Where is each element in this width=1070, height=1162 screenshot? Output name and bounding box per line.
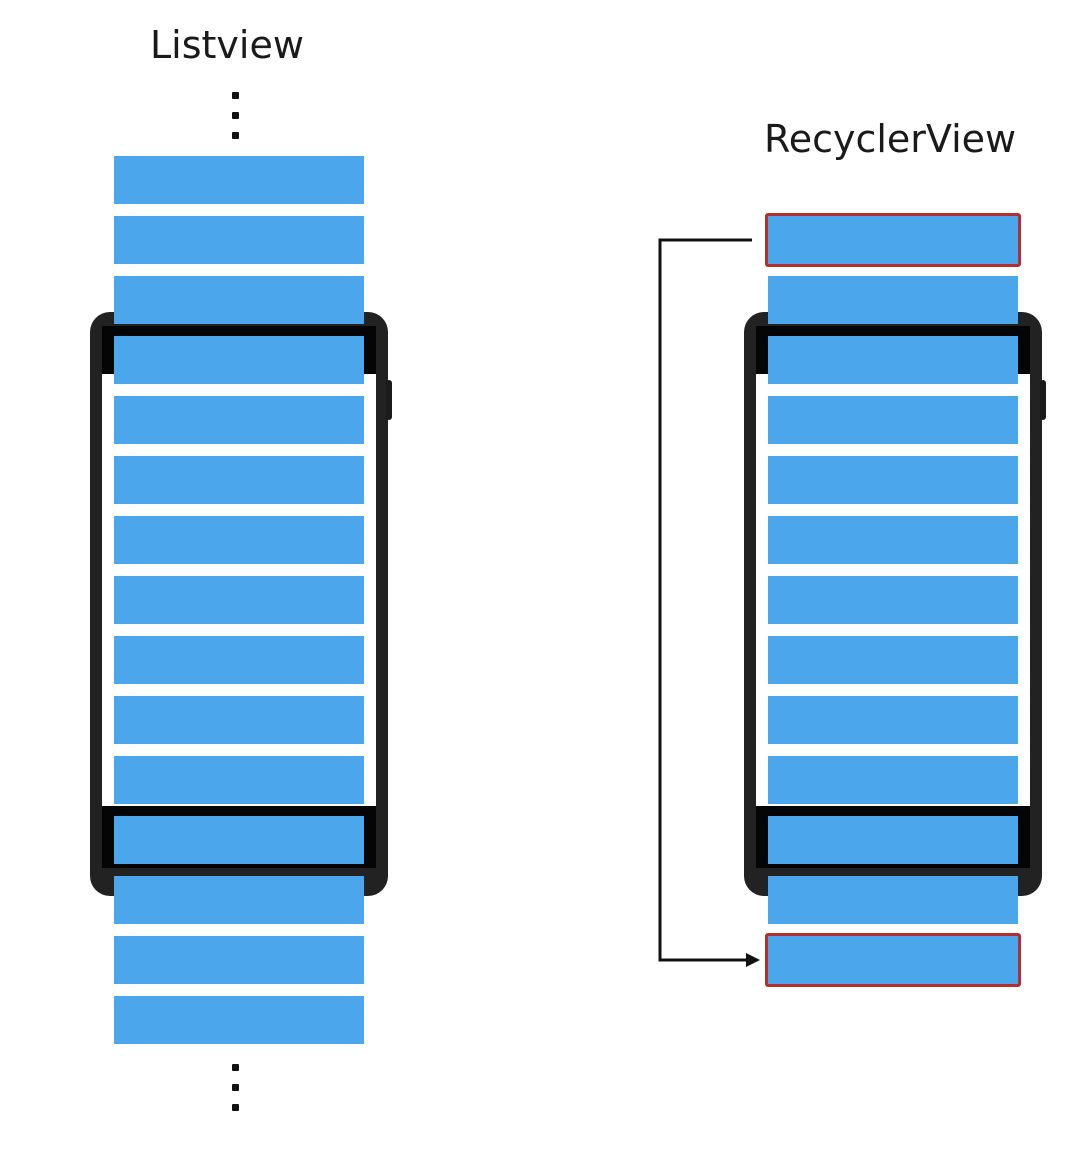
recyclerview-row [768, 816, 1018, 864]
recycled-row [765, 933, 1021, 987]
recyclerview-row [768, 276, 1018, 324]
recyclerview-row [768, 516, 1018, 564]
listview-row [114, 336, 364, 384]
listview-row [114, 456, 364, 504]
recyclerview-row [768, 456, 1018, 504]
listview-side-button [386, 380, 392, 420]
listview-row [114, 396, 364, 444]
recyclerview-row [768, 636, 1018, 684]
listview-row [114, 516, 364, 564]
recyclerview-row [768, 576, 1018, 624]
recyclerview-row [768, 396, 1018, 444]
recyclerview-row [768, 756, 1018, 804]
recyclerview-row [768, 876, 1018, 924]
listview-row [114, 996, 364, 1044]
listview-row [114, 756, 364, 804]
listview-row [114, 696, 364, 744]
recyclerview-side-button [1040, 380, 1046, 420]
recycled-row [765, 213, 1021, 267]
recyclerview-title: RecyclerView [764, 117, 1017, 161]
listview-row [114, 276, 364, 324]
listview-title: Listview [150, 23, 304, 67]
recycle-arrow-line [658, 238, 752, 962]
recyclerview-row [768, 336, 1018, 384]
listview-row [114, 876, 364, 924]
listview-row [114, 636, 364, 684]
recycle-arrow-head [746, 953, 760, 967]
listview-row [114, 216, 364, 264]
listview-row [114, 576, 364, 624]
listview-row [114, 936, 364, 984]
listview-row [114, 156, 364, 204]
recyclerview-row [768, 696, 1018, 744]
listview-row [114, 816, 364, 864]
